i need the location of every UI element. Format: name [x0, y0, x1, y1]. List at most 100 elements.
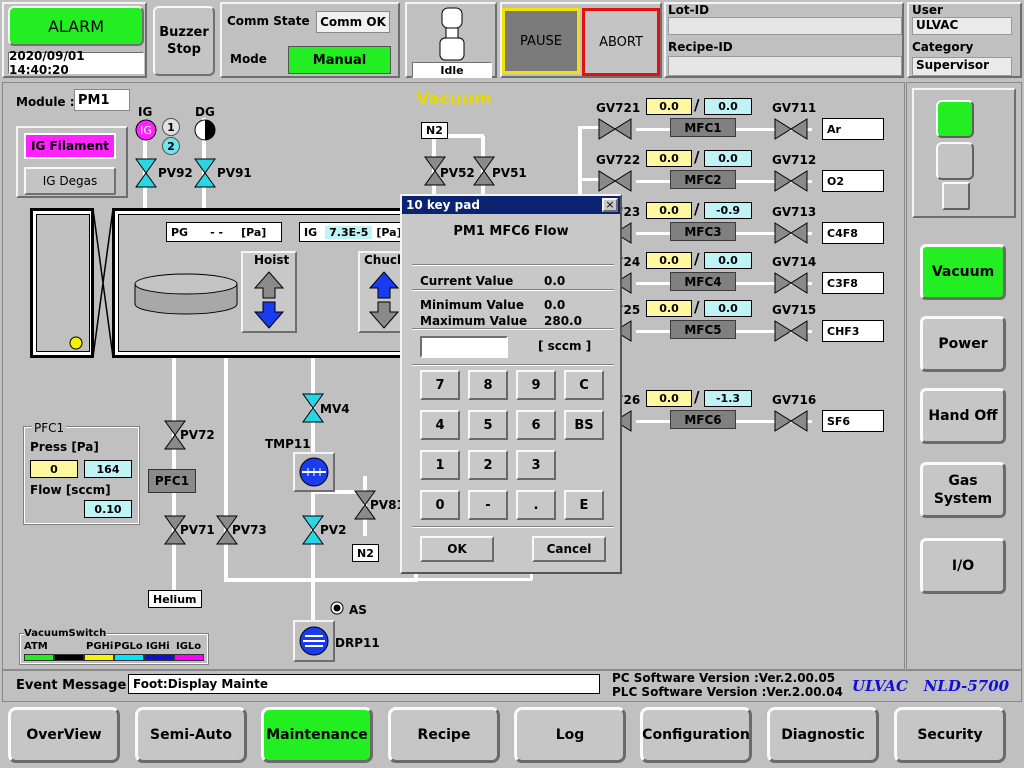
- press-value: 164: [84, 460, 132, 478]
- mv4-valve-icon[interactable]: [302, 393, 324, 423]
- pv91-label: PV91: [217, 166, 252, 180]
- pv51-valve-icon[interactable]: [473, 156, 495, 186]
- as-indicator-icon: [330, 601, 344, 615]
- keypad-key[interactable]: 9: [516, 370, 556, 400]
- keypad-key[interactable]: BS: [564, 410, 604, 440]
- keypad-key[interactable]: 0: [420, 490, 460, 520]
- keypad-ok-button[interactable]: OK: [420, 536, 494, 562]
- side-vacuum-button[interactable]: Vacuum: [920, 244, 1006, 300]
- keypad-key[interactable]: 3: [516, 450, 556, 480]
- mfc-set-value[interactable]: 0.0: [646, 390, 692, 407]
- mfc-box[interactable]: MFC4: [670, 272, 736, 291]
- vacuum-switch-indicator: [54, 654, 84, 661]
- gv-right-valve-icon[interactable]: [774, 118, 808, 140]
- nav-security-button[interactable]: Security: [894, 707, 1006, 763]
- gv-right-label: GV714: [772, 255, 817, 269]
- vs-iglo-label: IGLo: [176, 641, 202, 652]
- gv-left-valve-icon[interactable]: [598, 118, 632, 140]
- keypad-key[interactable]: C: [564, 370, 604, 400]
- pv52-valve-icon[interactable]: [424, 156, 446, 186]
- hoist-arrows-icon[interactable]: [253, 270, 285, 330]
- event-message-value: Foot:Display Mainte: [128, 674, 600, 694]
- tmp11-pump-icon[interactable]: [298, 456, 330, 488]
- mfc-actual-value: 0.0: [704, 300, 752, 317]
- pv81-valve-icon[interactable]: [354, 490, 376, 520]
- keypad-key[interactable]: 5: [468, 410, 508, 440]
- pv73-valve-icon[interactable]: [216, 515, 238, 545]
- ig-filament-button[interactable]: IG Filament: [24, 133, 116, 159]
- pfc1-box[interactable]: PFC1: [148, 469, 196, 493]
- mfc-set-value[interactable]: 0.0: [646, 202, 692, 219]
- keypad-key[interactable]: 8: [468, 370, 508, 400]
- gas-name: Ar: [822, 118, 884, 140]
- pv91-valve-icon[interactable]: [194, 158, 216, 188]
- indicator-lamp-small: [942, 182, 970, 210]
- keypad-key[interactable]: 6: [516, 410, 556, 440]
- module-value[interactable]: PM1: [74, 89, 130, 111]
- drp11-pump-icon[interactable]: [298, 625, 330, 657]
- nav-recipe-button[interactable]: Recipe: [388, 707, 500, 763]
- keypad-key[interactable]: 2: [468, 450, 508, 480]
- mfc-box[interactable]: MFC5: [670, 320, 736, 339]
- gv-right-valve-icon[interactable]: [774, 222, 808, 244]
- flow-value: 0.10: [84, 500, 132, 518]
- keypad-key[interactable]: 4: [420, 410, 460, 440]
- pv51-label: PV51: [492, 166, 527, 180]
- mfc-set-value[interactable]: 0.0: [646, 150, 692, 167]
- mfc-box[interactable]: MFC2: [670, 170, 736, 189]
- keypad-cancel-button[interactable]: Cancel: [532, 536, 606, 562]
- badge-2: 2: [162, 137, 180, 155]
- side-io-button[interactable]: I/O: [920, 538, 1006, 594]
- robot-icon: [439, 7, 465, 61]
- vacuum-switch-indicators: [24, 654, 204, 661]
- mfc-box[interactable]: MFC3: [670, 222, 736, 241]
- pause-button[interactable]: PAUSE: [502, 8, 580, 74]
- press-set-value[interactable]: 0: [30, 460, 78, 478]
- pg-unit: [Pa]: [241, 225, 267, 239]
- keypad-key[interactable]: 7: [420, 370, 460, 400]
- mfc-box[interactable]: MFC6: [670, 410, 736, 429]
- mode-value[interactable]: Manual: [288, 46, 391, 74]
- gv-right-valve-icon[interactable]: [774, 410, 808, 432]
- nav-configuration-button[interactable]: Configuration: [640, 707, 752, 763]
- gv-left-label: GV721: [596, 101, 641, 115]
- gv-right-valve-icon[interactable]: [774, 320, 808, 342]
- pv2-valve-icon[interactable]: [302, 515, 324, 545]
- gv-right-valve-icon[interactable]: [774, 170, 808, 192]
- gas-name: O2: [822, 170, 884, 192]
- keypad-close-button[interactable]: ×: [602, 198, 618, 212]
- mfc-set-value[interactable]: 0.0: [646, 252, 692, 269]
- keypad-heading: PM1 MFC6 Flow: [453, 224, 569, 239]
- keypad-key[interactable]: -: [468, 490, 508, 520]
- abort-button[interactable]: ABORT: [582, 8, 660, 76]
- category-value: Supervisor: [912, 57, 1012, 76]
- vacuum-switch-indicator: [24, 654, 54, 661]
- keypad-key[interactable]: E: [564, 490, 604, 520]
- mfc-separator: /: [694, 148, 700, 166]
- side-hand-off-button[interactable]: Hand Off: [920, 388, 1006, 444]
- gv-left-valve-icon[interactable]: [598, 170, 632, 192]
- alarm-button[interactable]: ALARM: [8, 6, 144, 46]
- wafer-stage-icon: [134, 273, 238, 315]
- keypad-key[interactable]: 1: [420, 450, 460, 480]
- buzzer-stop-button[interactable]: Buzzer Stop: [153, 6, 215, 76]
- chuck-arrows-icon[interactable]: [368, 270, 400, 330]
- ig-gauge-value: 7.3E-5: [325, 225, 373, 239]
- keypad-key[interactable]: .: [516, 490, 556, 520]
- mfc-set-value[interactable]: 0.0: [646, 300, 692, 317]
- nav-diagnostic-button[interactable]: Diagnostic: [767, 707, 879, 763]
- side-gas-system-button[interactable]: Gas System: [920, 462, 1006, 518]
- pv71-valve-icon[interactable]: [164, 515, 186, 545]
- mfc-set-value[interactable]: 0.0: [646, 98, 692, 115]
- mfc-box[interactable]: MFC1: [670, 118, 736, 137]
- gv-right-valve-icon[interactable]: [774, 272, 808, 294]
- nav-maintenance-button[interactable]: Maintenance: [261, 707, 373, 763]
- nav-semi-auto-button[interactable]: Semi-Auto: [135, 707, 247, 763]
- nav-log-button[interactable]: Log: [514, 707, 626, 763]
- keypad-input[interactable]: [420, 336, 508, 358]
- pv92-valve-icon[interactable]: [135, 158, 157, 188]
- nav-overview-button[interactable]: OverView: [8, 707, 120, 763]
- ig-degas-button[interactable]: IG Degas: [24, 167, 116, 195]
- pv72-valve-icon[interactable]: [164, 420, 186, 450]
- side-power-button[interactable]: Power: [920, 316, 1006, 372]
